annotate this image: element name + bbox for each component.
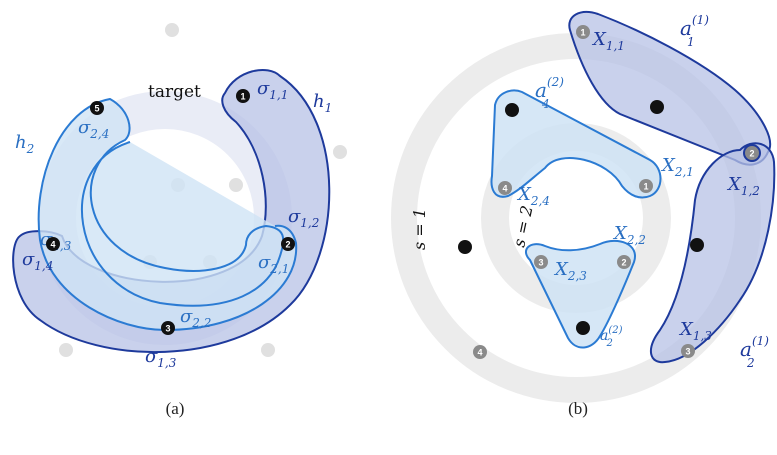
caption-b: (b) (568, 399, 588, 418)
badge-b-3-inner: 3 (534, 255, 548, 269)
svg-text:4: 4 (502, 184, 507, 194)
badge-b-3-outer: 3 (681, 344, 695, 358)
badge-b-1-inner: 1 (639, 179, 653, 193)
h2-label: h2 (15, 132, 34, 156)
svg-text:1: 1 (580, 28, 585, 38)
sigma-1-4-label: σ1,4 (22, 249, 53, 273)
h1-label: h1 (313, 91, 332, 115)
a-2-2-label: a(2)2 (600, 325, 623, 349)
caption-a: (a) (166, 399, 185, 418)
badge-b-2-inner: 2 (617, 255, 631, 269)
x-1-2-label: X1,2 (726, 174, 760, 198)
svg-text:4: 4 (477, 348, 482, 358)
sigma-2-1-label: σ2,1 (258, 252, 289, 276)
badge-a-4: 4 (46, 237, 60, 251)
node-dot (650, 100, 664, 114)
panel-a: target h1 h2 σ1,1 σ1,2 σ1,3 σ1,4 σ2,1 σ2… (12, 23, 347, 418)
svg-text:3: 3 (165, 324, 170, 334)
sigma-2-2-label: σ2,2 (180, 306, 211, 330)
a-4-2-label: a(2)4 (535, 75, 564, 111)
x-1-3-label: X1,3 (678, 319, 712, 343)
sigma-2-4-label: σ2,4 (78, 117, 109, 141)
svg-text:4: 4 (50, 240, 55, 250)
badge-a-3: 3 (161, 321, 175, 335)
gray-dot (261, 343, 275, 357)
x-1-1-label: X1,1 (591, 29, 625, 53)
x-2-1-label: X2,1 (660, 155, 694, 179)
hyperedge-a1-1-shape (568, 11, 771, 166)
x-2-4-label: X2,4 (516, 184, 550, 208)
x-2-2-label: X2,2 (612, 223, 646, 247)
badge-a-1: 1 (236, 89, 250, 103)
svg-text:3: 3 (538, 258, 543, 268)
badge-a-5: 5 (90, 101, 104, 115)
target-label: target (148, 82, 201, 102)
x-2-3-label: X2,3 (553, 259, 587, 283)
gray-dot (59, 343, 73, 357)
ring-s2-label: s = 2 (509, 204, 536, 249)
badge-b-1-outer: 1 (576, 25, 590, 39)
gray-dot (333, 145, 347, 159)
badge-a-2: 2 (281, 237, 295, 251)
svg-text:2: 2 (285, 240, 290, 250)
svg-text:2: 2 (749, 149, 754, 159)
node-dot (690, 238, 704, 252)
ring-s1-label: s = 1 (410, 208, 429, 250)
node-dot (505, 103, 519, 117)
badge-b-4-inner: 4 (498, 181, 512, 195)
badge-b-4-outer: 4 (473, 345, 487, 359)
hyperedge-a4-2-shape (490, 89, 662, 199)
panel-b: s = 1 s = 2 1 2 3 4 1 2 3 4 a(1)1 a(1)2 … (391, 11, 776, 418)
sigma-1-3-label: σ1,3 (145, 346, 177, 370)
svg-text:5: 5 (94, 104, 99, 114)
svg-text:2: 2 (621, 258, 626, 268)
svg-text:1: 1 (240, 92, 245, 102)
hyperedge-a2-2-shape (525, 239, 636, 349)
sigma-1-2-label: σ1,2 (288, 206, 319, 230)
sigma-1-1-label: σ1,1 (257, 78, 288, 102)
a-1-1-label: a(1)1 (680, 13, 709, 49)
badge-b-2-outer: 2 (743, 144, 761, 162)
node-dot (458, 240, 472, 254)
hyperedge-a2-1-shape (650, 142, 776, 364)
svg-text:3: 3 (685, 347, 690, 357)
gray-dot (229, 178, 243, 192)
svg-text:1: 1 (643, 182, 648, 192)
node-dot (576, 321, 590, 335)
gray-dot (165, 23, 179, 37)
a-2-1-label: a(1)2 (740, 334, 769, 370)
